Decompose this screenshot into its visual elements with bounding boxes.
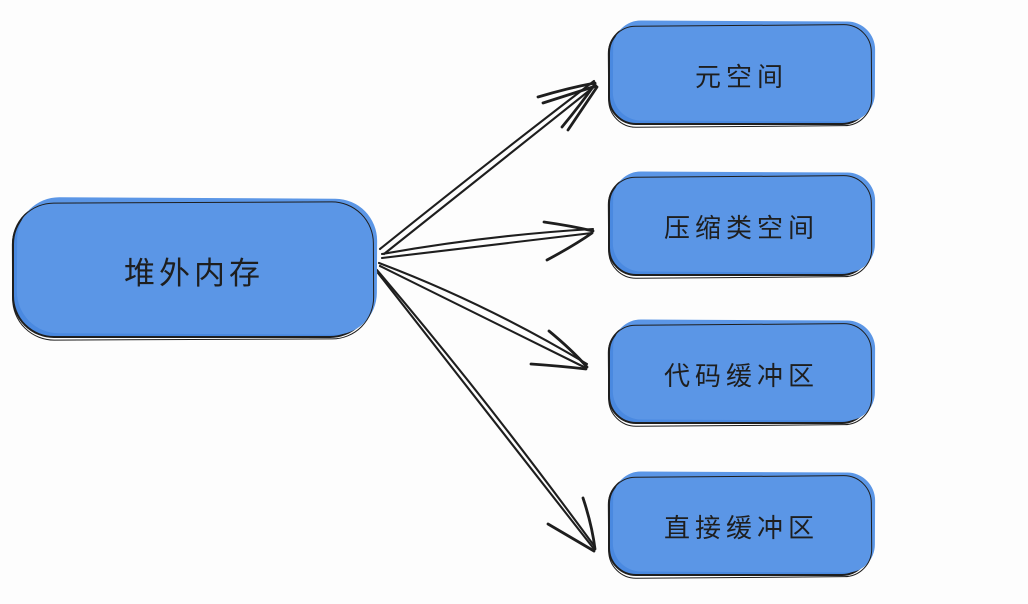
node-direct-buffer-label: 直接缓冲区 (663, 512, 819, 543)
node-code-buffer-label: 代码缓冲区 (663, 360, 819, 391)
node-metaspace: 元空间 (608, 25, 870, 125)
node-off-heap-memory: 堆外内存 (12, 202, 372, 338)
node-metaspace-label: 元空间 (694, 61, 788, 92)
node-compressed-class-space: 压缩类空间 (608, 176, 870, 276)
node-compressed-class-space-label: 压缩类空间 (663, 212, 819, 243)
arrow-root-to-direct-buffer (375, 268, 597, 553)
arrow-root-to-compressed-class-space (380, 220, 595, 262)
node-direct-buffer: 直接缓冲区 (608, 476, 870, 576)
node-code-buffer: 代码缓冲区 (608, 324, 870, 424)
arrow-root-to-metaspace (378, 79, 599, 256)
node-off-heap-memory-label: 堆外内存 (124, 255, 264, 291)
arrow-root-to-code-buffer (377, 261, 589, 371)
